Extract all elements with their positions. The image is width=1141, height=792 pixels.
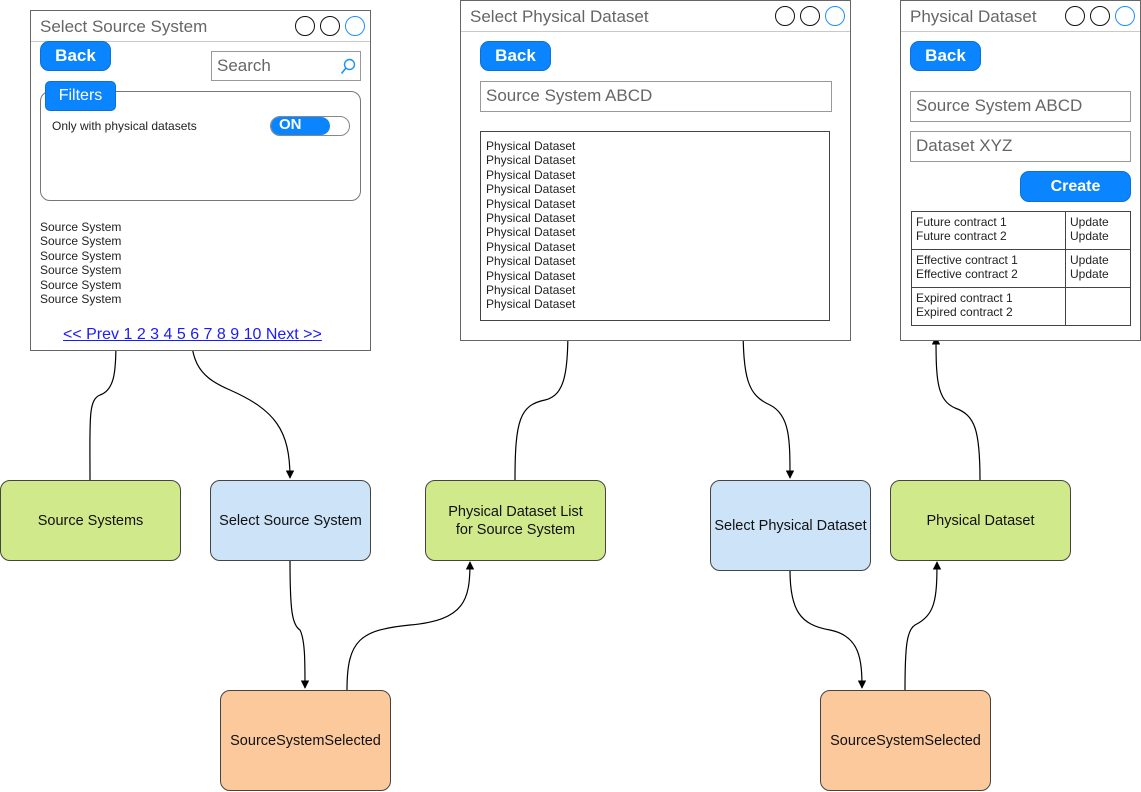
select-physical-dataset-window: Select Physical Dataset Back Source Syst…: [460, 0, 851, 341]
physical-dataset-list-item[interactable]: Physical Dataset: [486, 139, 576, 153]
pagination[interactable]: << Prev 1 2 3 4 5 6 7 8 9 10 Next >>: [63, 326, 322, 343]
toggle-label: ON: [279, 116, 302, 133]
source-system-list-item[interactable]: Source System: [40, 292, 122, 307]
physical-dataset-list-item[interactable]: Physical Dataset: [486, 196, 576, 211]
back-button[interactable]: Back: [480, 41, 551, 71]
window-title: Select Physical Dataset: [470, 7, 649, 26]
node-label: SourceSystemSelected: [230, 732, 381, 749]
back-button[interactable]: Back: [910, 41, 981, 71]
contract-name: Effective contract 2: [916, 267, 1018, 281]
source-system-field[interactable]: Source System ABCD: [480, 81, 832, 112]
toggle-on-part: ON: [271, 116, 330, 135]
physical-dataset-list-item[interactable]: Physical Dataset: [486, 254, 576, 269]
source-system-field[interactable]: Source System ABCD: [910, 91, 1131, 122]
source-system-list-item[interactable]: Source System: [40, 263, 122, 278]
window-circle-1[interactable]: [1065, 6, 1085, 26]
node-label-line1: Physical Dataset List: [448, 503, 583, 520]
title-divider: [31, 41, 370, 42]
connector-selected-to-physical-dataset: [904, 561, 942, 691]
window-circle-1[interactable]: [295, 16, 315, 36]
node-label: Select Source System: [219, 512, 362, 529]
source-system-selected-node-2[interactable]: SourceSystemSelected: [820, 690, 991, 791]
source-system-list-item[interactable]: Source System: [40, 248, 122, 263]
source-system-selected-node-1[interactable]: SourceSystemSelected: [220, 690, 391, 791]
search-icon: [340, 58, 356, 75]
source-system-list-item[interactable]: Source System: [40, 220, 122, 234]
source-systems-node[interactable]: Source Systems: [0, 480, 181, 561]
select-source-system-node[interactable]: Select Source System: [210, 480, 371, 561]
select-source-system-window: Select Source System Back Search Filters…: [30, 10, 371, 351]
window-circle-2[interactable]: [1090, 6, 1110, 26]
window-circle-3[interactable]: [1115, 6, 1135, 26]
physical-dataset-node[interactable]: Physical Dataset: [890, 480, 1071, 561]
connector-select-source-system-to-selected: [289, 559, 310, 689]
physical-dataset-list-item[interactable]: Physical Dataset: [486, 153, 576, 168]
node-label: SourceSystemSelected: [830, 732, 981, 749]
contract-name: Expired contract 2: [916, 305, 1013, 319]
contract-name: Future contract 1: [916, 215, 1007, 229]
physical-dataset-list-item[interactable]: Physical Dataset: [486, 297, 576, 312]
node-label: Physical Dataset: [926, 512, 1035, 529]
connector-source-systems-to-screen1: [89, 339, 121, 481]
title-divider: [901, 31, 1140, 32]
filters-tab[interactable]: Filters: [45, 81, 116, 111]
window-title: Physical Dataset: [910, 7, 1037, 26]
physical-dataset-list-item[interactable]: Physical Dataset: [486, 283, 576, 298]
contract-actions-cell: [1065, 287, 1131, 326]
physical-dataset-list-item[interactable]: Physical Dataset: [486, 167, 576, 182]
update-link[interactable]: Update: [1070, 253, 1109, 267]
connector-selected-to-dataset-list: [346, 561, 475, 691]
connector-select-dataset-to-selected: [789, 569, 867, 689]
dataset-field[interactable]: Dataset XYZ: [910, 131, 1131, 162]
window-circle-2[interactable]: [320, 16, 340, 36]
physical-dataset-list-item[interactable]: Physical Dataset: [486, 182, 576, 197]
window-circle-3[interactable]: [345, 16, 365, 36]
back-button[interactable]: Back: [40, 41, 111, 71]
window-circle-3[interactable]: [825, 6, 845, 26]
update-link[interactable]: Update: [1070, 267, 1109, 281]
contract-name: Future contract 2: [916, 229, 1007, 243]
update-link[interactable]: Update: [1070, 215, 1109, 229]
select-physical-dataset-node[interactable]: Select Physical Dataset: [710, 480, 871, 571]
filters-panel: [40, 91, 361, 201]
node-label: Source Systems: [37, 512, 144, 529]
window-title: Select Source System: [40, 17, 208, 36]
source-system-list-item[interactable]: Source System: [40, 234, 122, 249]
update-link[interactable]: Update: [1070, 229, 1109, 243]
search-placeholder: Search: [217, 56, 271, 75]
physical-dataset-list-item[interactable]: Physical Dataset: [486, 225, 576, 240]
window-circle-2[interactable]: [800, 6, 820, 26]
contract-name: Effective contract 1: [916, 253, 1018, 267]
physical-dataset-list-node[interactable]: Physical Dataset List for Source System: [425, 480, 606, 561]
create-button[interactable]: Create: [1020, 171, 1131, 202]
search-input[interactable]: Search: [211, 51, 361, 81]
title-divider: [461, 31, 850, 32]
connector-physical-dataset-to-screen3: [931, 336, 981, 481]
node-label: Select Physical Dataset: [714, 517, 867, 534]
physical-dataset-list-item[interactable]: Physical Dataset: [486, 211, 576, 226]
physical-dataset-list-item[interactable]: Physical Dataset: [486, 268, 576, 283]
connector-dataset-list-to-screen2: [514, 321, 573, 481]
physical-dataset-list-item[interactable]: Physical Dataset: [486, 239, 576, 254]
source-system-list-item[interactable]: Source System: [40, 277, 122, 292]
toggle-switch[interactable]: ON: [270, 116, 350, 136]
physical-dataset-window: Physical Dataset Back Source System ABCD…: [900, 0, 1141, 341]
window-circle-1[interactable]: [775, 6, 795, 26]
node-label-line2: for Source System: [455, 521, 576, 538]
filter-option-label: Only with physical datasets: [52, 119, 197, 133]
connector-screen2-to-select-dataset: [742, 321, 795, 479]
contract-name: Expired contract 1: [916, 291, 1013, 305]
